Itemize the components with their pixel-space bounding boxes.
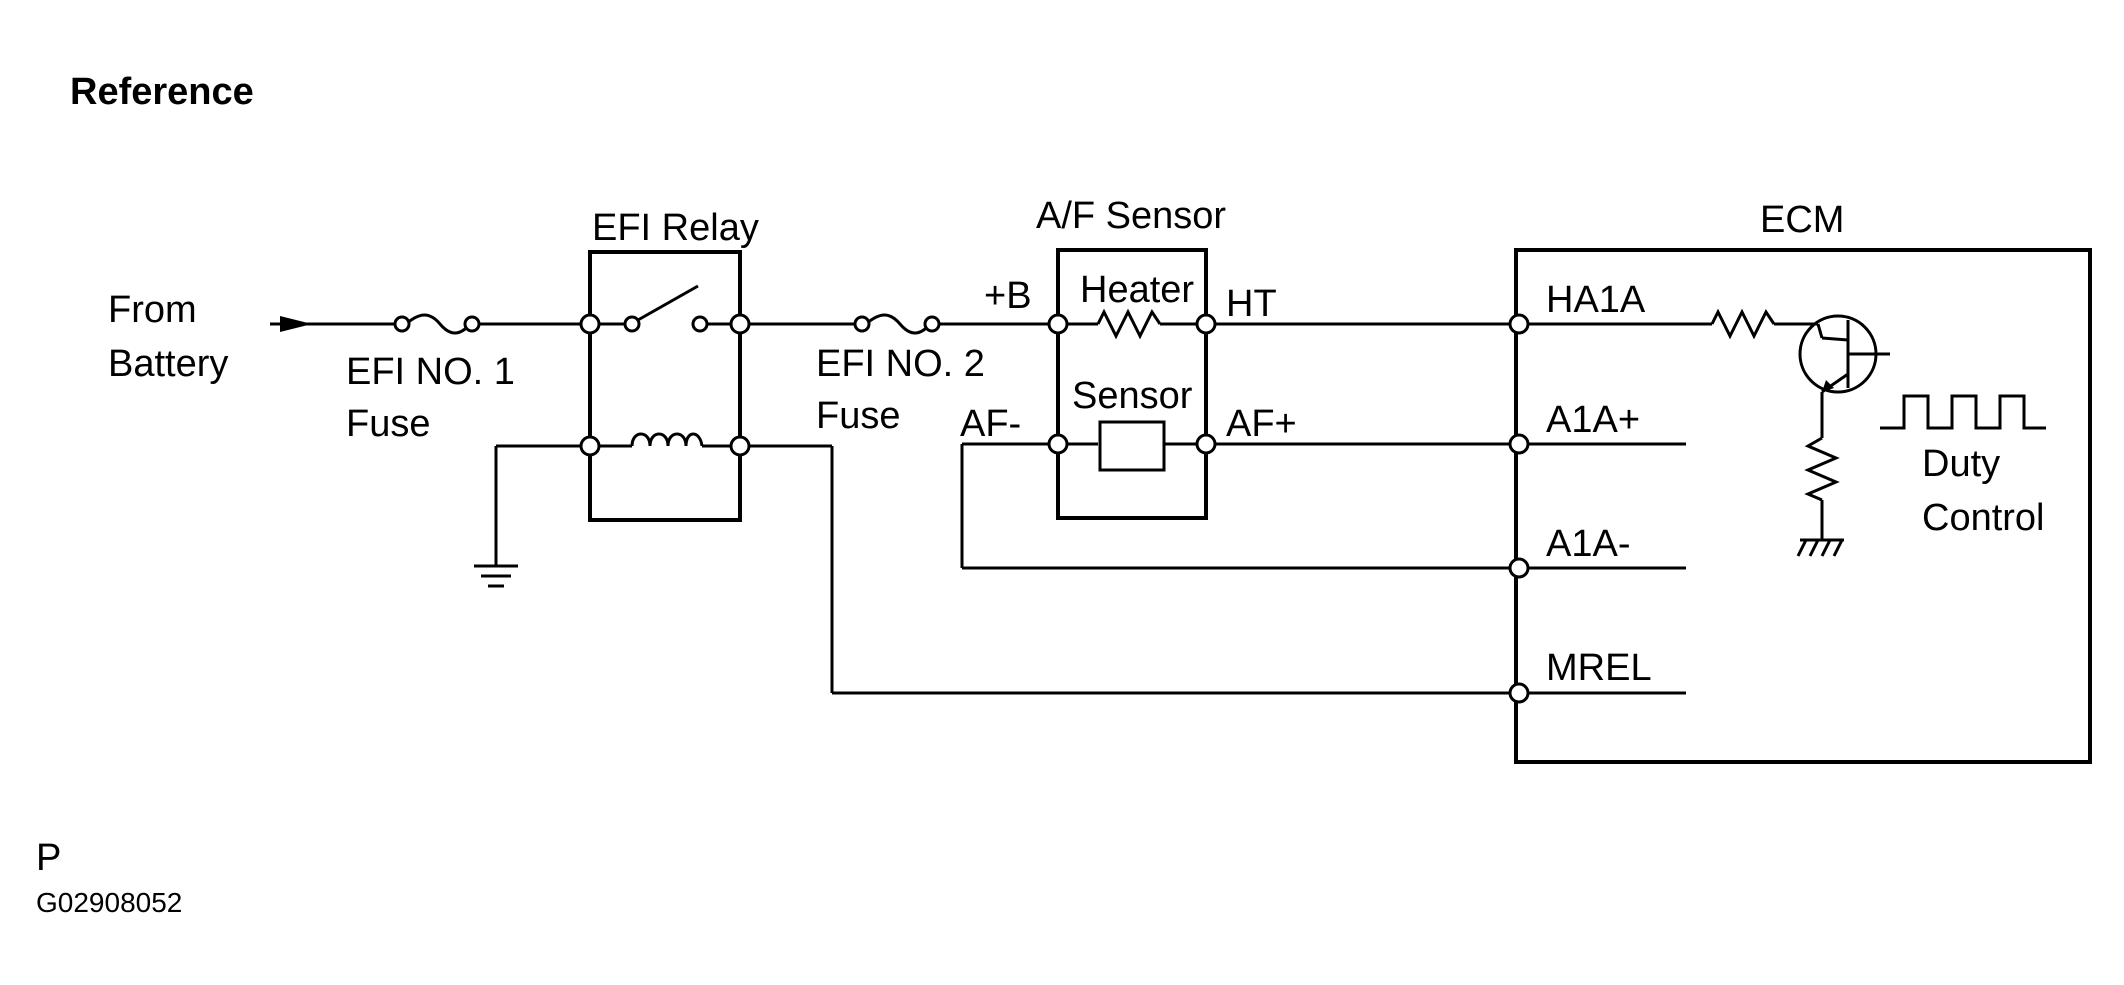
ground-icon [474, 564, 518, 588]
fuse2-label-line2: Fuse [816, 395, 900, 437]
ecm-terminal [1508, 313, 1530, 335]
fuse1-label-line1: EFI NO. 1 [346, 351, 515, 393]
fuse-efi-no2 [853, 313, 941, 335]
sensor-terminal [1195, 433, 1217, 455]
relay-box [588, 250, 742, 522]
ecm-terminal [1508, 682, 1530, 704]
figure-id: G02908052 [36, 887, 182, 918]
relay-terminal [729, 313, 751, 335]
ecm-terminal [1508, 433, 1530, 455]
battery-label-line2: Battery [108, 343, 228, 385]
heater-label: Heater [1080, 269, 1194, 311]
sensor-terminal [1047, 433, 1069, 455]
wire-relay-to-ground [494, 444, 581, 566]
a1a-minus-label: A1A- [1546, 523, 1630, 565]
a1a-plus-label: A1A+ [1546, 399, 1640, 441]
ecm-box [1514, 248, 2092, 764]
duty-label-line1: Duty [1922, 443, 2000, 485]
relay-label: EFI Relay [592, 207, 759, 249]
wire-relay-to-mrel [749, 444, 1512, 695]
fuse2-label-line1: EFI NO. 2 [816, 343, 985, 385]
wire-afminus-to-a1aminus [960, 442, 1511, 570]
heater-resistor [1058, 308, 1206, 340]
af-minus-label: AF- [960, 403, 1021, 445]
ecm-terminal [1508, 557, 1530, 579]
duty-label-line2: Control [1922, 497, 2045, 539]
sensor-element-label: Sensor [1072, 375, 1193, 417]
ha1a-label: HA1A [1546, 279, 1646, 321]
page-title: Reference [70, 71, 254, 113]
sensor-terminal [1195, 313, 1217, 335]
ecm-label: ECM [1760, 199, 1844, 241]
transistor-icon [1798, 314, 1890, 394]
af-sensor-box [1056, 248, 1208, 520]
relay-terminal [729, 435, 751, 457]
relay-switch [590, 284, 740, 333]
af-plus-label: AF+ [1226, 403, 1297, 445]
mrel-label: MREL [1546, 647, 1652, 689]
battery-label-line1: From [108, 289, 197, 331]
ht-label: HT [1226, 283, 1277, 325]
fuse-efi-no1 [393, 313, 481, 335]
footer-code: P [36, 837, 61, 879]
sensor-terminal [1047, 313, 1069, 335]
af-sensor-label: A/F Sensor [1036, 195, 1226, 237]
square-wave-icon [1880, 394, 2046, 430]
relay-coil [590, 432, 740, 448]
ecm-ground-icon [1796, 538, 1844, 557]
fuse1-label-line2: Fuse [346, 403, 430, 445]
sensor-element [1058, 420, 1206, 472]
relay-terminal [579, 313, 601, 335]
plus-b-label: +B [984, 275, 1032, 317]
relay-terminal [579, 435, 601, 457]
ecm-resistor [1528, 308, 1818, 340]
ecm-pulldown-resistor [1804, 392, 1840, 540]
